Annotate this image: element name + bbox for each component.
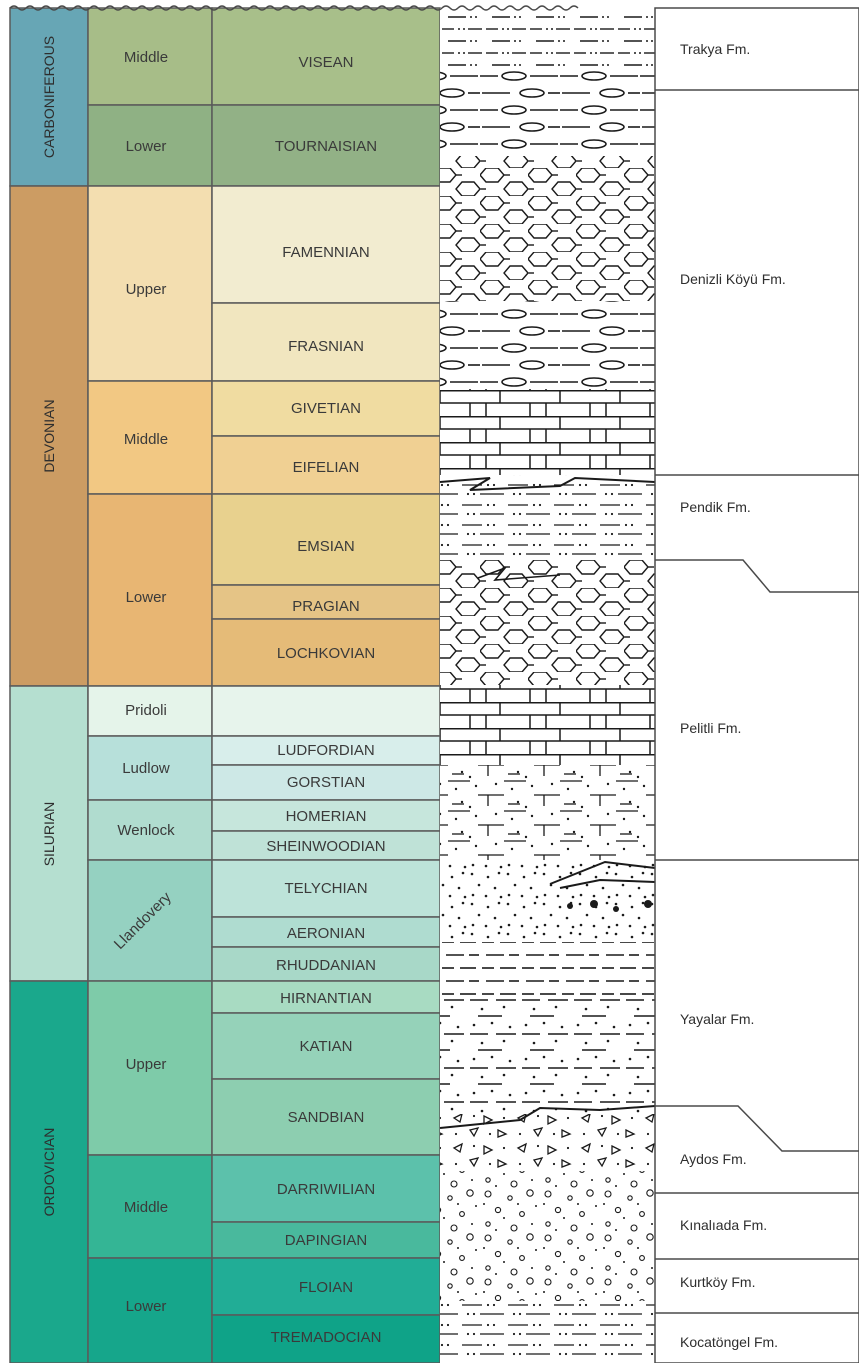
stage-label-sandbian: SANDBIAN	[288, 1109, 365, 1126]
lithology-sandstone	[440, 860, 655, 942]
stage-label-tournaisian: TOURNAISIAN	[275, 138, 377, 155]
lithology-dotted-limestone	[440, 765, 655, 860]
stage-cell	[212, 686, 440, 736]
pebble	[590, 900, 598, 908]
stage-column: VISEAN TOURNAISIAN FAMENNIAN FRASNIAN GI…	[212, 8, 440, 1363]
pebble	[567, 903, 573, 909]
lithology-limestone-2	[440, 685, 655, 765]
pebble	[644, 900, 652, 908]
epoch-label-ordovician-lower: Lower	[126, 1298, 167, 1315]
stage-label-gorstian: GORSTIAN	[287, 774, 365, 791]
formation-label-trakya: Trakya Fm.	[680, 41, 750, 57]
epoch-label-carboniferous-middle: Middle	[124, 49, 168, 66]
period-label-silurian: SILURIAN	[41, 802, 57, 867]
formation-label-aydos: Aydos Fm.	[680, 1151, 747, 1167]
stage-label-sheinwoodian: SHEINWOODIAN	[266, 838, 385, 855]
epoch-label-wenlock: Wenlock	[117, 822, 175, 839]
epoch-column: Middle Lower Upper Middle Lower Pridoli …	[88, 8, 212, 1363]
stage-label-aeronian: AERONIAN	[287, 925, 365, 942]
epoch-label-pridoli: Pridoli	[125, 702, 167, 719]
stage-label-floian: FLOIAN	[299, 1279, 353, 1296]
formation-label-kocatongel: Kocatöngel Fm.	[680, 1334, 778, 1350]
period-label-ordovician: ORDOVICIAN	[41, 1128, 57, 1217]
lithology-column	[440, 8, 655, 1363]
stage-label-darriwilian: DARRIWILIAN	[277, 1181, 375, 1198]
stage-label-pragian: PRAGIAN	[292, 598, 360, 615]
pebble	[613, 906, 619, 912]
stage-label-telychian: TELYCHIAN	[284, 880, 367, 897]
stage-label-eifelian: EIFELIAN	[293, 459, 360, 476]
epoch-label-ludlow: Ludlow	[122, 760, 170, 777]
lithology-nodular-limestone-2	[440, 560, 655, 685]
lithology-dotted-shale	[440, 8, 655, 70]
formation-label-denizli-koyu: Denizli Köyü Fm.	[680, 271, 786, 287]
epoch-label-devonian-middle: Middle	[124, 431, 168, 448]
epoch-label-devonian-lower: Lower	[126, 589, 167, 606]
stage-label-hirnantian: HIRNANTIAN	[280, 990, 372, 1007]
formation-label-kinaliada: Kınalıada Fm.	[680, 1217, 767, 1233]
lithology-nodular-shale	[440, 70, 655, 156]
lithology-limestone	[440, 389, 655, 475]
period-label-devonian: DEVONIAN	[41, 399, 57, 472]
epoch-label-carboniferous-lower: Lower	[126, 138, 167, 155]
epoch-label-ordovician-middle: Middle	[124, 1199, 168, 1216]
stage-label-katian: KATIAN	[299, 1038, 352, 1055]
lithology-nodular-limestone	[440, 156, 655, 301]
formation-label-kurtkoy: Kurtköy Fm.	[680, 1274, 755, 1290]
stage-label-homerian: HOMERIAN	[286, 808, 367, 825]
stage-label-givetian: GIVETIAN	[291, 400, 361, 417]
period-label-carboniferous: CARBONIFEROUS	[41, 36, 57, 158]
stage-label-visean: VISEAN	[298, 54, 353, 71]
stage-label-lochkovian: LOCHKOVIAN	[277, 645, 375, 662]
epoch-label-devonian-upper: Upper	[126, 281, 167, 298]
lithology-siltstone-2	[440, 1301, 655, 1363]
lithology-nodular-shale-2	[440, 301, 655, 389]
stage-label-emsian: EMSIAN	[297, 538, 355, 555]
stage-label-frasnian: FRASNIAN	[288, 338, 364, 355]
stage-label-tremadocian: TREMADOCIAN	[271, 1329, 382, 1346]
lithology-shale	[440, 942, 655, 999]
stage-label-rhuddanian: RHUDDANIAN	[276, 957, 376, 974]
stage-label-dapingian: DAPINGIAN	[285, 1232, 368, 1249]
lithology-conglomerate	[440, 1171, 655, 1301]
formation-label-yayalar: Yayalar Fm.	[680, 1011, 754, 1027]
lithology-sandy-shale	[440, 999, 655, 1114]
formation-label-pelitli: Pelitli Fm.	[680, 720, 741, 736]
formation-label-pendik: Pendik Fm.	[680, 499, 751, 515]
stage-label-ludfordian: LUDFORDIAN	[277, 742, 375, 759]
stage-label-famennian: FAMENNIAN	[282, 244, 370, 261]
formation-column: Trakya Fm. Denizli Köyü Fm. Pendik Fm. P…	[655, 8, 859, 1363]
lithology-breccia	[440, 1114, 655, 1171]
epoch-label-ordovician-upper: Upper	[126, 1056, 167, 1073]
period-column: CARBONIFEROUS DEVONIAN SILURIAN ORDOVICI…	[10, 8, 88, 1363]
